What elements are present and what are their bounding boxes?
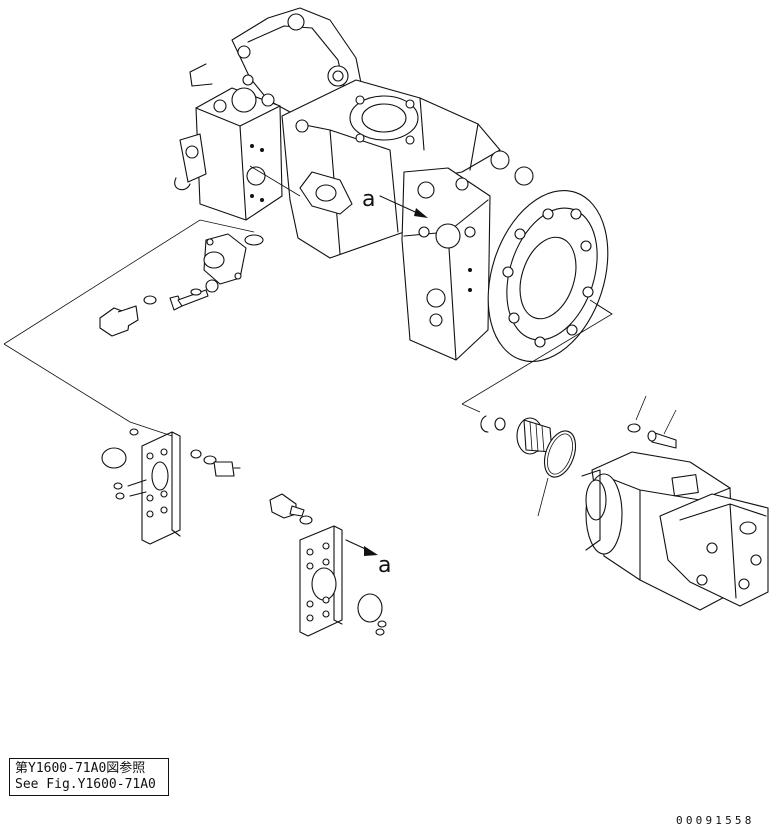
gear-pump-assembly [480, 415, 769, 611]
reference-note-japanese: 第Y1600-71A0図参照 [15, 761, 146, 776]
leader-lines [3, 165, 677, 517]
callout-label-a-lower: a [378, 553, 391, 578]
center-cover-plate: a [269, 493, 391, 637]
reference-note-english: See Fig.Y1600-71A0 [15, 777, 156, 792]
drawing-number: 00091558 [676, 814, 755, 827]
main-pump-assembly: a [174, 7, 609, 363]
left-fitting-parts [99, 233, 264, 337]
reference-note-box: 第Y1600-71A0図参照 See Fig.Y1600-71A0 [9, 758, 169, 796]
left-cover-plate [101, 428, 241, 545]
callout-label-a-upper: a [362, 187, 375, 212]
